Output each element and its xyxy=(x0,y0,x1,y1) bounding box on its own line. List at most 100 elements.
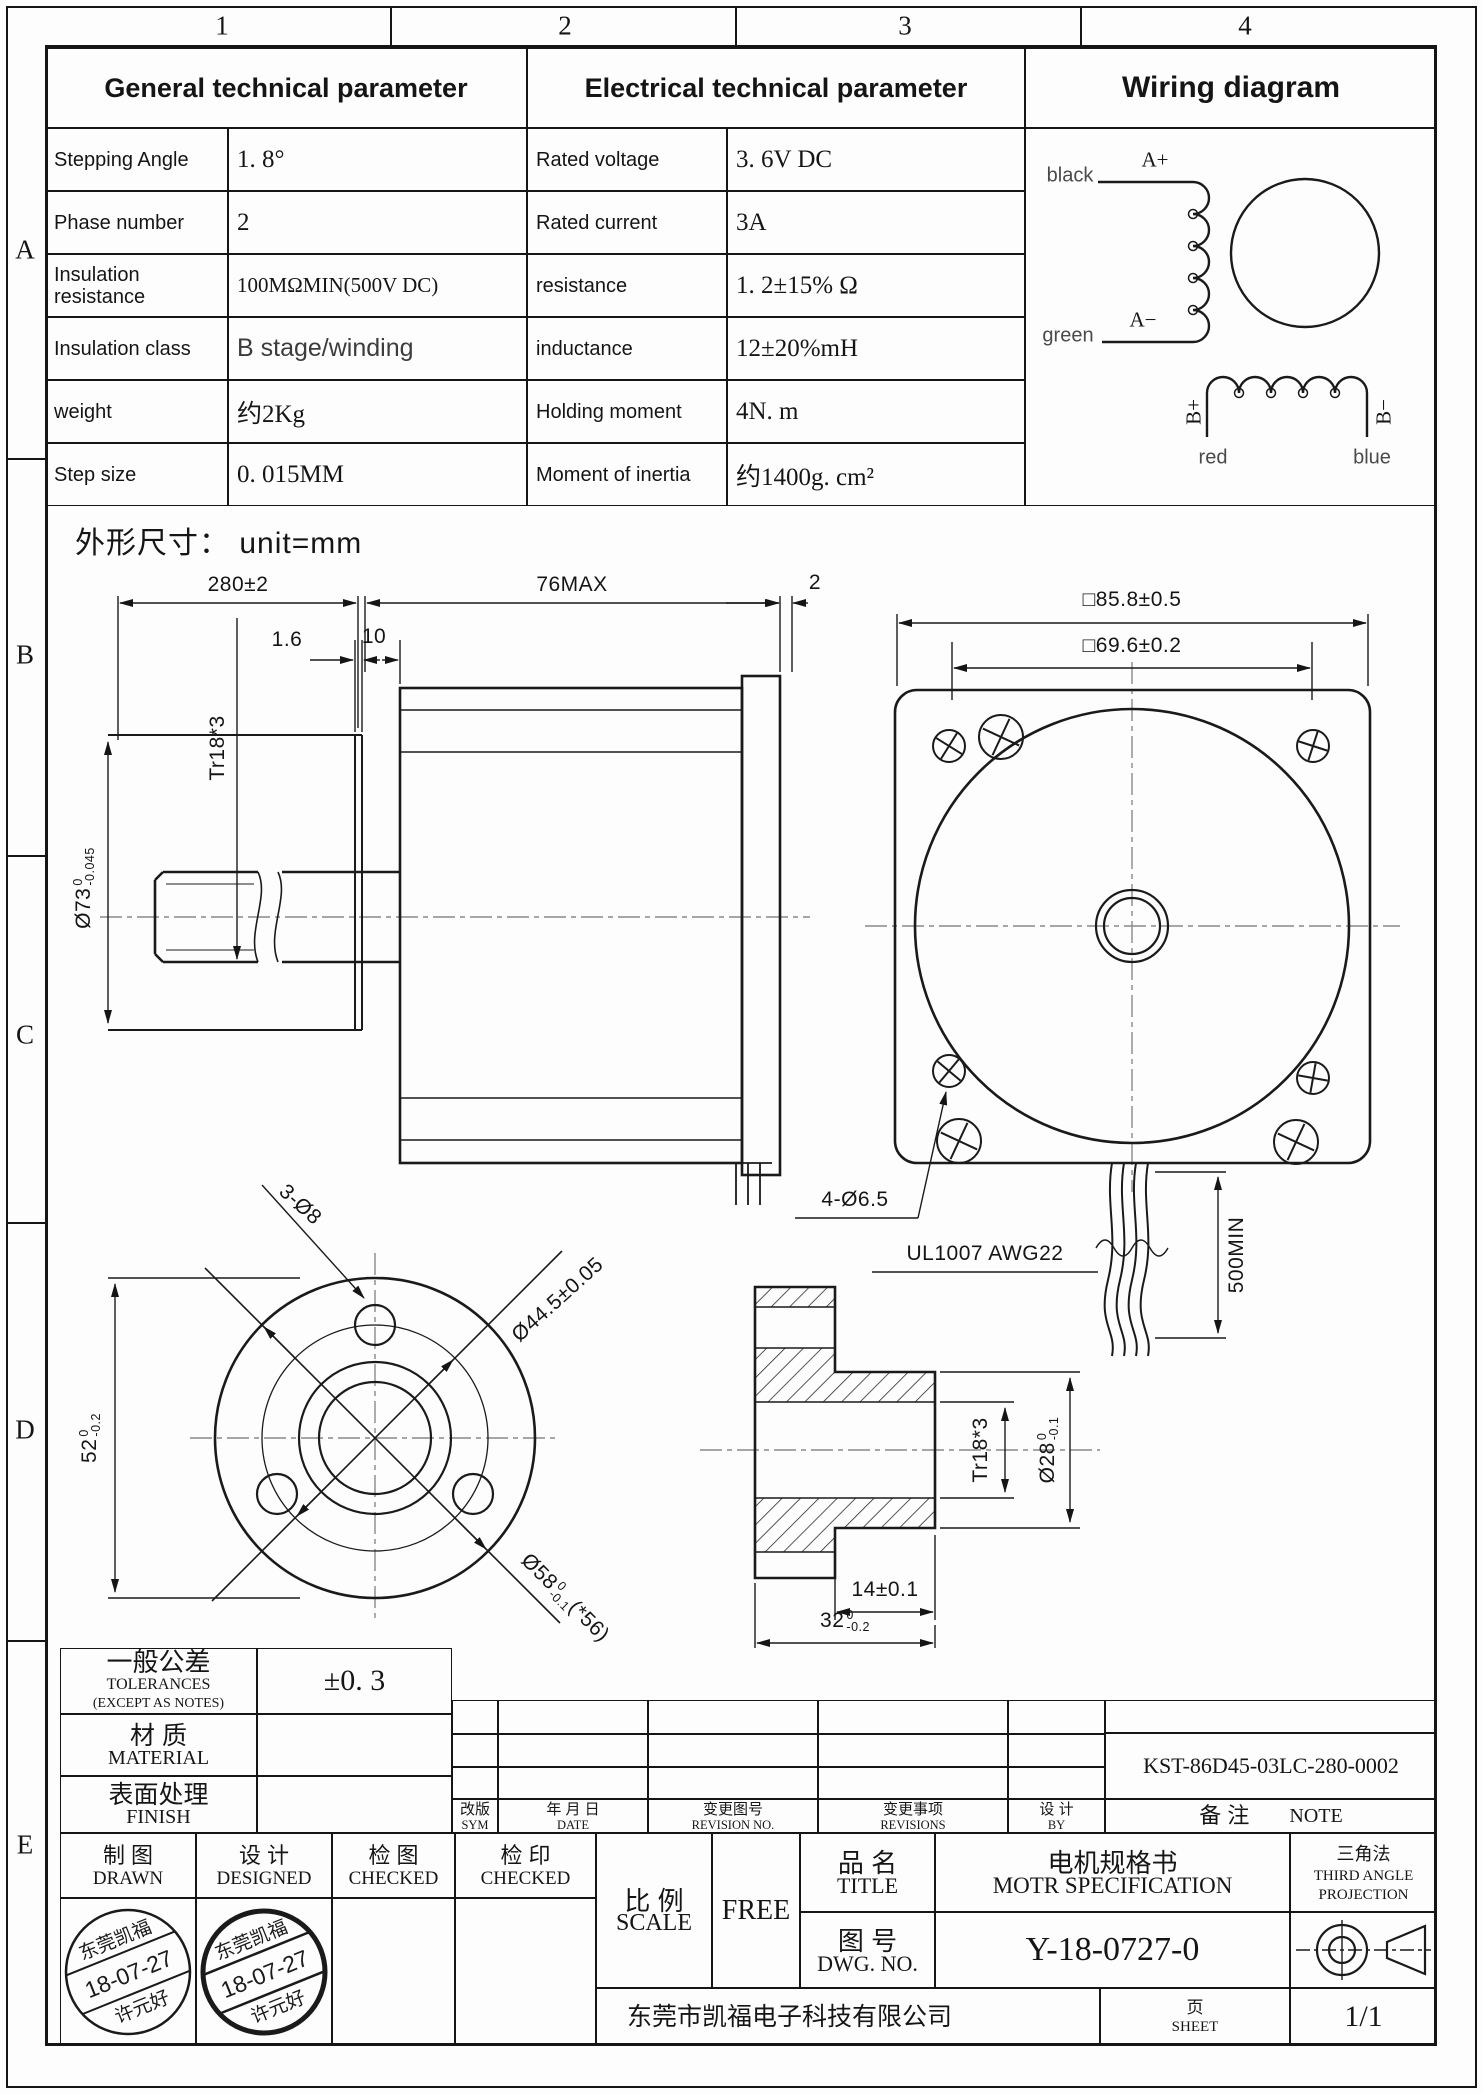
rev-note-empty xyxy=(1105,1700,1437,1733)
body-circle xyxy=(913,707,1351,1145)
general-row-label-3: Insulation class xyxy=(45,317,228,380)
zone-tick xyxy=(6,1222,45,1224)
electrical-row-value-2: 1. 2±15% Ω xyxy=(727,254,1025,317)
approval-stamp-drawn: 东莞凯福 18-07-27 许元好 xyxy=(64,1908,192,2036)
shaft-break-symbol xyxy=(253,871,283,963)
general-row-label-0: Stepping Angle xyxy=(45,128,228,191)
checked2-stamp-cell xyxy=(455,1898,596,2046)
electrical-row-label-3: inductance xyxy=(527,317,727,380)
finish-label: 表面处理 FINISH xyxy=(60,1776,257,1833)
electrical-row-label-0: Rated voltage xyxy=(527,128,727,191)
front-view-motor xyxy=(893,688,1372,1165)
dim-label-280: 280±2 xyxy=(207,573,269,596)
flange-circle-view xyxy=(108,1184,563,1624)
zone-row-a: A xyxy=(15,234,35,265)
wire-break-symbol xyxy=(1095,1239,1169,1257)
sheet-label: 页 SHEET xyxy=(1100,1988,1290,2046)
scale-value: FREE xyxy=(712,1833,800,1988)
general-row-value-3: B stage/winding xyxy=(228,317,527,380)
zone-tick xyxy=(1080,6,1082,45)
zone-col-2: 2 xyxy=(558,10,572,41)
electrical-row-label-1: Rated current xyxy=(527,191,727,254)
dim-label-10: 10 xyxy=(361,625,387,648)
dim-label-4-holes: 4-Ø6.5 xyxy=(821,1188,889,1211)
tolerances-label: 一般公差 TOLERANCES (EXCEPT AS NOTES) xyxy=(60,1648,257,1714)
flange-plate xyxy=(740,674,782,1177)
electrical-row-label-2: resistance xyxy=(527,254,727,317)
zone-col-3: 3 xyxy=(898,10,912,41)
company-name: 东莞市凯福电子科技有限公司 xyxy=(596,1988,1100,2046)
electrical-row-value-0: 3. 6V DC xyxy=(727,128,1025,191)
zone-row-d: D xyxy=(15,1414,35,1445)
general-row-value-5: 0. 015MM xyxy=(228,443,527,506)
rev-col-date xyxy=(498,1700,648,1799)
scale-label: 比 例 SCALE xyxy=(596,1833,712,1988)
drawing-heading: 外形尺寸： unit=mm xyxy=(75,527,363,560)
material-label: 材 质 MATERIAL xyxy=(60,1714,257,1776)
general-row-label-2: Insulation resistance xyxy=(45,254,228,317)
general-row-label-4: weight xyxy=(45,380,228,443)
outer-border xyxy=(6,6,1477,2088)
material-value xyxy=(257,1714,452,1776)
wire-color-red: red xyxy=(1198,446,1228,469)
drawn-stamp-cell xyxy=(60,1898,196,2046)
designed-stamp-cell xyxy=(196,1898,332,2046)
rev-col-by xyxy=(1008,1700,1105,1799)
terminal-b-minus: B− xyxy=(1371,399,1396,425)
electrical-row-value-5: 约1400g. cm² xyxy=(727,443,1025,506)
dwg-no-label: 图 号 DWG. NO. xyxy=(800,1912,935,1988)
rev-col-sym xyxy=(452,1700,498,1799)
dim-label-1-6: 1.6 xyxy=(271,628,303,651)
general-table-title: General technical parameter xyxy=(45,48,527,128)
finish-value xyxy=(257,1776,452,1833)
checked-stamp-cell xyxy=(332,1898,455,2046)
electrical-row-label-4: Holding moment xyxy=(527,380,727,443)
wiring-diagram-title: Wiring diagram xyxy=(1025,48,1437,128)
shaft-section-view xyxy=(753,1285,1080,1648)
bolt-hole xyxy=(255,1472,299,1516)
zone-col-1: 1 xyxy=(215,10,229,41)
electrical-row-label-5: Moment of inertia xyxy=(527,443,727,506)
electrical-row-value-3: 12±20%mH xyxy=(727,317,1025,380)
zone-row-e: E xyxy=(16,1829,34,1860)
wiring-diagram-graphic xyxy=(1098,177,1381,437)
wire-exit xyxy=(728,1162,772,1205)
flange-square xyxy=(893,688,1372,1165)
dim-label-14: 14±0.1 xyxy=(851,1578,919,1601)
terminal-b-plus: B+ xyxy=(1181,399,1206,425)
section-dimensions xyxy=(754,1371,1080,1648)
main-frame xyxy=(45,45,1437,2046)
phase-a-leads xyxy=(1098,180,1193,344)
dim-label-76max: 76MAX xyxy=(536,573,608,596)
general-row-value-0: 1. 8° xyxy=(228,128,527,191)
general-row-label-5: Step size xyxy=(45,443,228,506)
phase-a-coil xyxy=(1192,180,1211,344)
bolt-hole xyxy=(353,1303,397,1347)
title-value: 电机规格书 MOTR SPECIFICATION xyxy=(935,1833,1290,1912)
approval-stamp-designed: 东莞凯福 18-07-27 许元好 xyxy=(200,1908,328,2036)
side-view-dimensions xyxy=(104,596,808,1024)
zone-col-4: 4 xyxy=(1238,10,1252,41)
dimension-drawings xyxy=(100,596,1400,1648)
general-row-value-4: 约2Kg xyxy=(228,380,527,443)
general-row-value-2: 100MΩMIN(500V DC) xyxy=(228,254,527,317)
lead-wires xyxy=(1095,1162,1169,1357)
dim-label-500min: 500MIN xyxy=(1225,1216,1248,1294)
zone-tick xyxy=(6,458,45,460)
rev-col-items xyxy=(818,1700,1008,1799)
front-view-dimensions xyxy=(795,614,1369,1339)
dim-label-tr18-section: Tr18*3 xyxy=(969,1417,992,1483)
terminal-a-minus: A− xyxy=(1129,307,1157,332)
zone-row-c: C xyxy=(15,1019,35,1050)
motor-body xyxy=(398,686,744,1165)
front-boss xyxy=(108,734,363,1031)
projection-symbol-cell xyxy=(1290,1912,1437,1988)
title-label: 品 名 TITLE xyxy=(800,1833,935,1912)
